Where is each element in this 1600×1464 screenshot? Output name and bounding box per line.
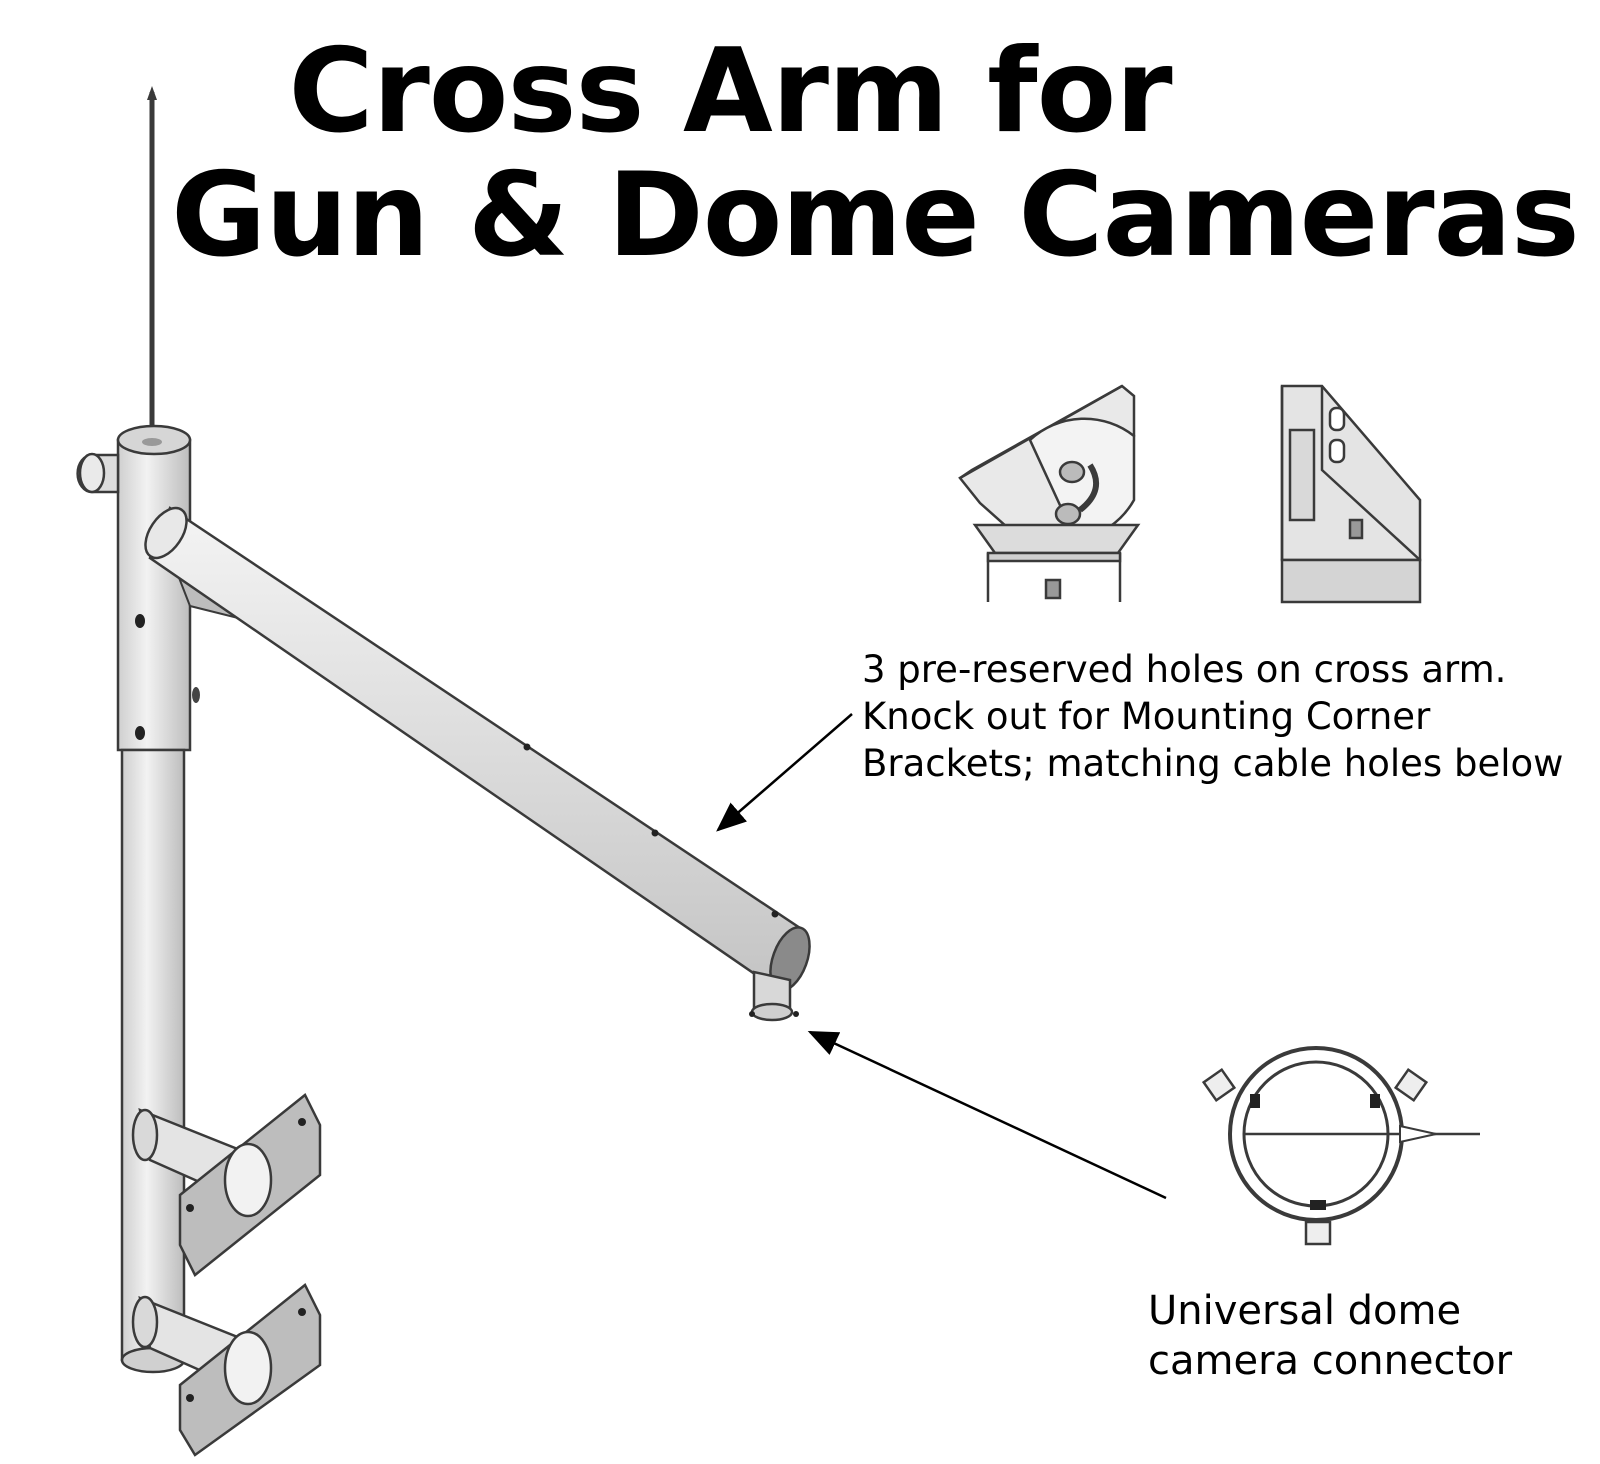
dome-connector-ring — [1201, 1046, 1480, 1246]
corner-bracket-angled — [958, 384, 1141, 602]
dome-connector-stub — [749, 970, 799, 1022]
cross-arm — [144, 506, 811, 992]
pole-clamp-lower — [131, 1283, 322, 1457]
arrow-to-dome-connector — [807, 1030, 1167, 1200]
lightning-rod — [147, 86, 157, 442]
vertical-pole — [76, 424, 200, 1374]
diagram-title: Cross Arm for Gun & Dome Cameras — [0, 30, 1600, 278]
arm-hole — [651, 829, 659, 837]
dome-connector-callout: Universal dome camera connector — [1148, 1288, 1513, 1384]
cross-arm-callout: 3 pre-reserved holes on cross arm. Knock… — [862, 648, 1564, 785]
arrow-to-cross-arm — [716, 713, 853, 832]
pole-clamp-upper — [131, 1093, 322, 1277]
title-line-1: Cross Arm for — [288, 24, 1172, 159]
corner-bracket-box — [1280, 384, 1422, 604]
arm-hole — [523, 743, 531, 751]
title-line-2: Gun & Dome Cameras — [171, 148, 1580, 283]
arm-hole — [771, 910, 779, 918]
